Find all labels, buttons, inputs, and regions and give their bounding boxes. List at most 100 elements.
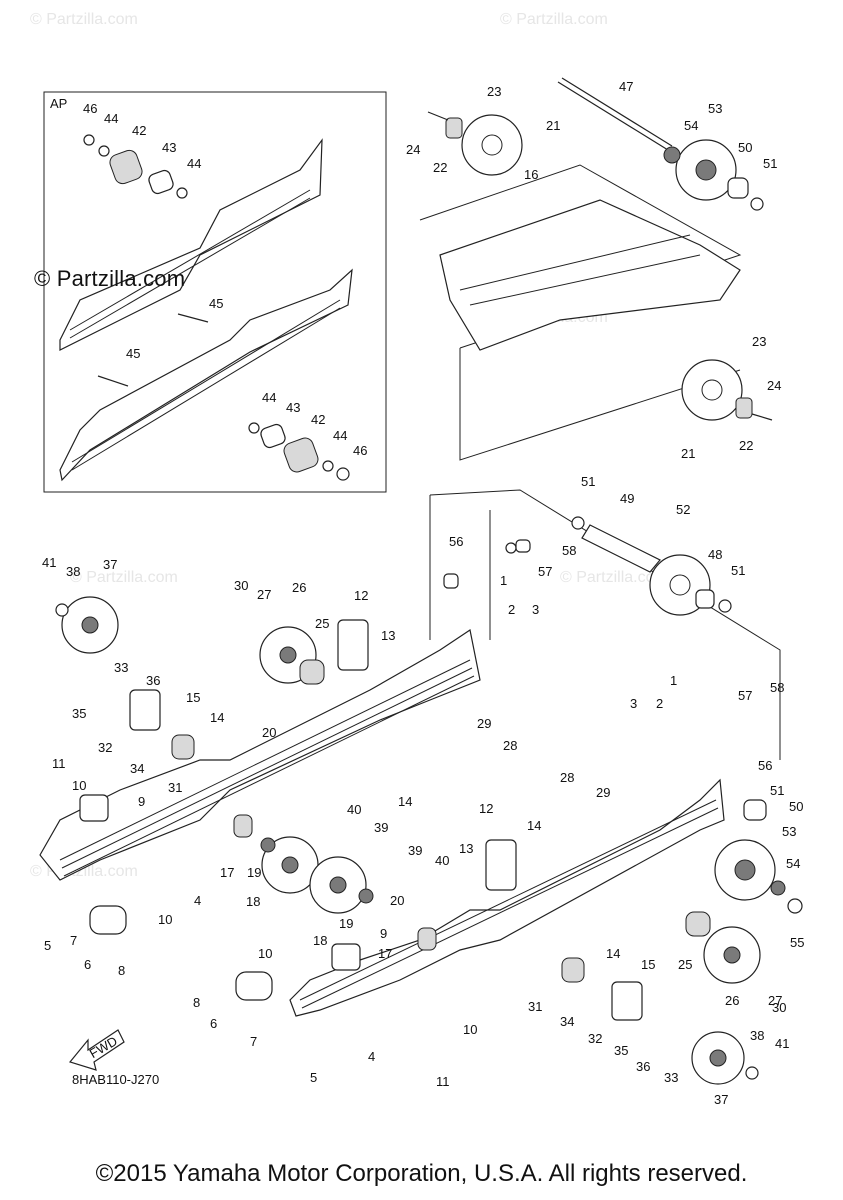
- bracket-12: [337, 619, 369, 671]
- callout: 33: [664, 1070, 678, 1085]
- callout: 57: [738, 688, 752, 703]
- callout: 25: [315, 616, 329, 631]
- callout: 3: [532, 602, 539, 617]
- callout: 10: [158, 912, 172, 927]
- callout: 18: [246, 894, 260, 909]
- washer-51: [571, 516, 585, 530]
- callout: 6: [210, 1016, 217, 1031]
- washer-44: [176, 187, 188, 199]
- callout: 53: [708, 101, 722, 116]
- collar-31: [171, 734, 195, 760]
- callout: 36: [636, 1059, 650, 1074]
- wheel-21: [461, 114, 523, 176]
- slider-6: [235, 971, 273, 1001]
- callout: 24: [767, 378, 781, 393]
- callout: 56: [758, 758, 772, 773]
- collar-31: [561, 957, 585, 983]
- callout: 20: [390, 893, 404, 908]
- collar-42: [283, 437, 319, 473]
- left-slide-rail: [39, 596, 481, 935]
- callout: 40: [347, 802, 361, 817]
- callout: 34: [560, 1014, 574, 1029]
- callout: 28: [560, 770, 574, 785]
- callout: 32: [98, 740, 112, 755]
- callout: 23: [752, 334, 766, 349]
- track-outline: [459, 348, 741, 461]
- callout: 12: [479, 801, 493, 816]
- callout: 47: [619, 79, 633, 94]
- callout: 9: [380, 926, 387, 941]
- nut-46: [336, 467, 350, 481]
- callout: 8: [118, 963, 125, 978]
- callout: 15: [186, 690, 200, 705]
- collar-48: [695, 589, 715, 609]
- callout: 9: [138, 794, 145, 809]
- rail-4: [289, 778, 725, 1017]
- callout: 28: [503, 738, 517, 753]
- callout: 8: [193, 995, 200, 1010]
- callout: 24: [406, 142, 420, 157]
- callout: 2: [508, 602, 515, 617]
- callout: 38: [66, 564, 80, 579]
- collar-25: [299, 659, 325, 685]
- washer-44: [322, 460, 334, 472]
- copyright-notice: ©2015 Yamaha Motor Corporation, U.S.A. A…: [95, 1160, 748, 1187]
- callout: 55: [790, 935, 804, 950]
- callout: 44: [104, 111, 118, 126]
- watermark: © Partzilla.com: [30, 11, 138, 28]
- callout: 37: [714, 1092, 728, 1107]
- shaft-47: [557, 81, 669, 151]
- callout: 29: [596, 785, 610, 800]
- bolt-24: [427, 111, 449, 121]
- bracket-12: [485, 839, 517, 891]
- callout: 52: [676, 502, 690, 517]
- watermark-overlay: © Partzilla.com: [34, 266, 186, 291]
- callout: 7: [250, 1034, 257, 1049]
- bearing-19: [260, 837, 276, 853]
- bolt-56: [443, 573, 459, 589]
- track-16: [439, 199, 741, 351]
- callout: 14: [210, 710, 224, 725]
- wheel-21: [681, 359, 743, 421]
- callout: 11: [52, 756, 66, 771]
- callout: 56: [449, 534, 463, 549]
- callout: 58: [770, 680, 784, 695]
- callout: 31: [168, 780, 182, 795]
- inset-rail-line: [71, 299, 341, 463]
- collar-42: [109, 149, 143, 185]
- inset-label: AP: [50, 96, 67, 111]
- washer-57: [505, 542, 517, 554]
- callout: 21: [681, 446, 695, 461]
- inset-ap: AP: [43, 91, 387, 493]
- collar-17: [233, 814, 253, 838]
- callout: 20: [262, 725, 276, 740]
- collar-25: [685, 911, 711, 937]
- rail-4: [39, 629, 481, 881]
- callout: 44: [262, 390, 276, 405]
- callout: 5: [310, 1070, 317, 1085]
- collar-43: [148, 169, 174, 195]
- inset-frame: [43, 91, 387, 493]
- callout: 22: [433, 160, 447, 175]
- callout: 21: [546, 118, 560, 133]
- collar-22: [445, 117, 463, 139]
- callout: 19: [339, 916, 353, 931]
- callout: 11: [436, 1074, 450, 1089]
- nut-55: [787, 898, 803, 914]
- fwd-arrow-icon: [68, 1029, 125, 1071]
- callout: 31: [528, 999, 542, 1014]
- callout: 25: [678, 957, 692, 972]
- callout: 26: [725, 993, 739, 1008]
- callout: 27: [257, 587, 271, 602]
- bolt-45: [177, 313, 209, 323]
- fwd-arrow: FWD: [68, 1029, 125, 1071]
- callout: 1: [670, 673, 677, 688]
- callout: 51: [770, 783, 784, 798]
- callout: 57: [538, 564, 552, 579]
- callout: 3: [630, 696, 637, 711]
- callout: 18: [313, 933, 327, 948]
- callout: 10: [463, 1022, 477, 1037]
- bearing-54: [770, 880, 786, 896]
- callout: 42: [132, 123, 146, 138]
